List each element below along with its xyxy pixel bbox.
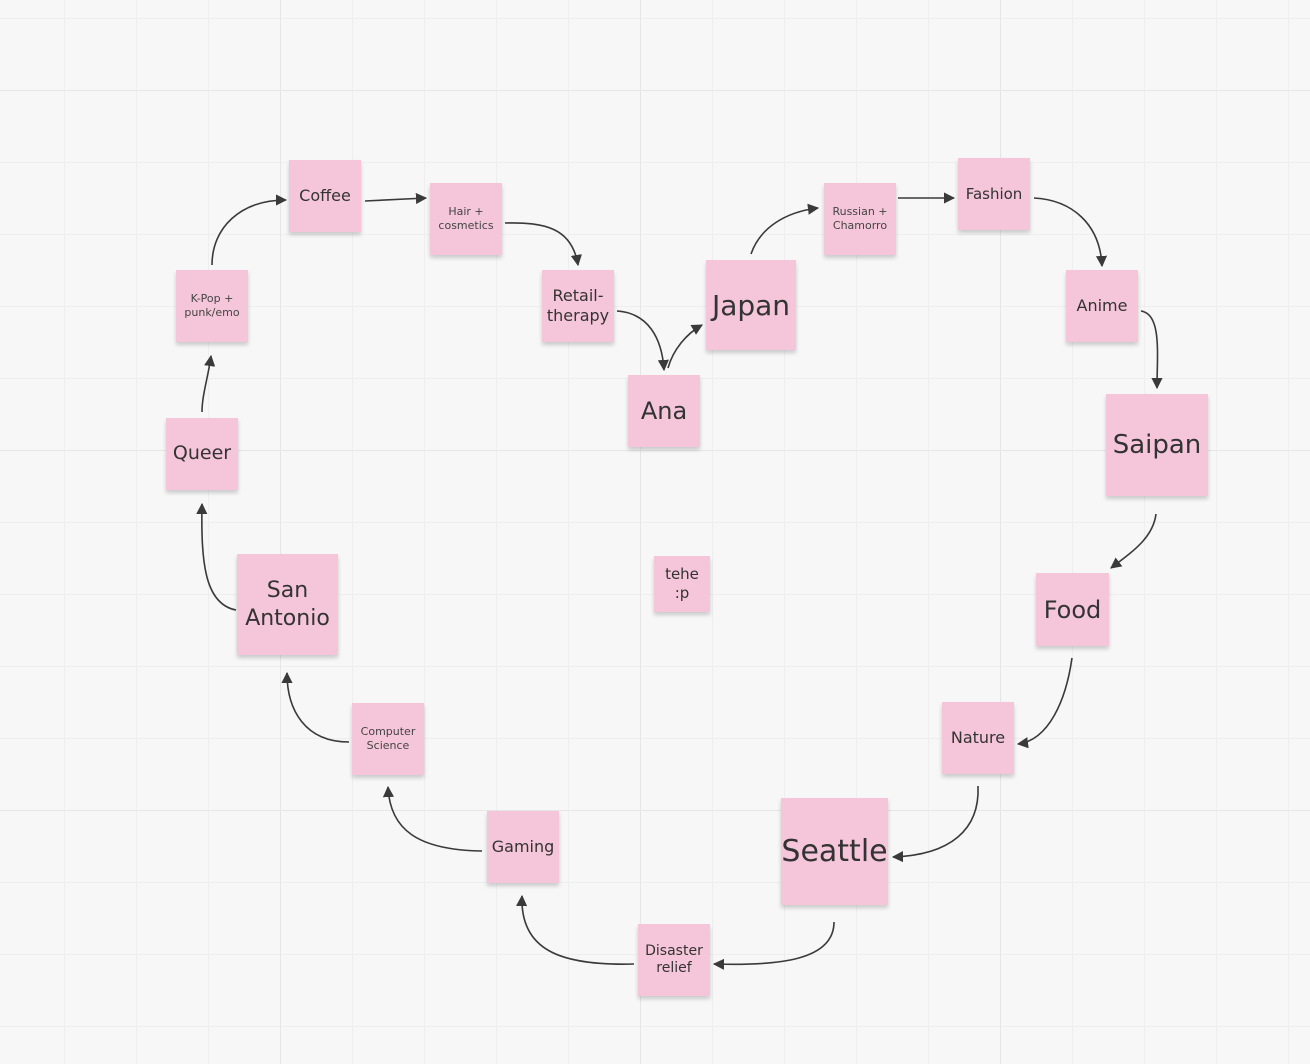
note-text: Food <box>1043 595 1102 624</box>
connector-arrow-kpop-coffee[interactable] <box>211 194 288 266</box>
note-text: Seattle <box>781 833 888 869</box>
sticky-note-gaming[interactable]: Gaming <box>487 811 559 883</box>
connector-arrow-gaming-cs[interactable] <box>382 785 483 852</box>
sticky-note-san-antonio[interactable]: San Antonio <box>237 554 338 655</box>
connector-arrow-hair-retail[interactable] <box>504 222 582 267</box>
connector-arrow-saipan-food[interactable] <box>1110 513 1157 569</box>
connector-arrow-japan-russian[interactable] <box>750 203 820 255</box>
note-text: Gaming <box>491 837 555 856</box>
connector-arrow-anime-saipan[interactable] <box>1140 310 1163 390</box>
sticky-note-russian-chamorro[interactable]: Russian + Chamorro <box>824 183 896 255</box>
sticky-note-queer[interactable]: Queer <box>166 418 238 490</box>
connector-arrow-queer-kpop[interactable] <box>201 354 216 413</box>
note-text: K-Pop + punk/emo <box>184 292 240 319</box>
sticky-note-disaster-relief[interactable]: Disaster relief <box>638 924 710 996</box>
connector-arrow-fashion-anime[interactable] <box>1033 197 1108 268</box>
note-text: Retail- therapy <box>546 286 610 325</box>
connector-arrow-disaster-gaming[interactable] <box>516 894 635 965</box>
sticky-note-japan[interactable]: Japan <box>706 260 796 350</box>
note-text: San Antonio <box>245 578 330 631</box>
sticky-note-computer-science[interactable]: Computer Science <box>352 703 424 775</box>
sticky-note-tehe[interactable]: tehe :p <box>654 556 710 612</box>
sticky-note-fashion[interactable]: Fashion <box>958 158 1030 230</box>
connector-arrow-coffee-hair[interactable] <box>364 192 428 205</box>
sticky-note-hair-cosmetics[interactable]: Hair + cosmetics <box>430 183 502 255</box>
connector-arrow-food-nature[interactable] <box>1016 657 1073 749</box>
connector-arrow-nature-seattle[interactable] <box>891 785 979 863</box>
note-text: Fashion <box>965 184 1023 203</box>
note-text: Japan <box>711 288 791 322</box>
note-text: Saipan <box>1112 429 1202 460</box>
note-text: Coffee <box>299 186 351 205</box>
note-text: Computer Science <box>360 725 416 752</box>
note-text: Nature <box>950 728 1006 747</box>
note-text: tehe :p <box>665 565 699 602</box>
connector-arrow-ana-japan[interactable] <box>667 324 703 369</box>
note-text: Ana <box>640 397 688 425</box>
connector-arrow-cs-sanantonio[interactable] <box>281 671 350 743</box>
sticky-note-retail-therapy[interactable]: Retail- therapy <box>542 270 614 342</box>
sticky-note-anime[interactable]: Anime <box>1066 270 1138 342</box>
sticky-note-nature[interactable]: Nature <box>942 702 1014 774</box>
note-text: Hair + cosmetics <box>438 205 494 232</box>
connector-arrow-seattle-disaster[interactable] <box>712 921 835 970</box>
connector-arrow-retail-ana[interactable] <box>616 310 669 372</box>
note-text: Disaster relief <box>645 942 703 977</box>
note-text: Russian + Chamorro <box>832 205 888 232</box>
sticky-note-food[interactable]: Food <box>1036 573 1109 646</box>
sticky-note-saipan[interactable]: Saipan <box>1106 394 1208 496</box>
note-text: Anime <box>1076 296 1128 315</box>
sticky-note-coffee[interactable]: Coffee <box>289 160 361 232</box>
sticky-note-kpop-punk-emo[interactable]: K-Pop + punk/emo <box>176 270 248 342</box>
note-text: Queer <box>172 442 232 465</box>
connector-arrow-sanantonio-queer[interactable] <box>196 502 237 611</box>
sticky-note-seattle[interactable]: Seattle <box>781 798 888 905</box>
sticky-note-ana[interactable]: Ana <box>628 375 700 447</box>
